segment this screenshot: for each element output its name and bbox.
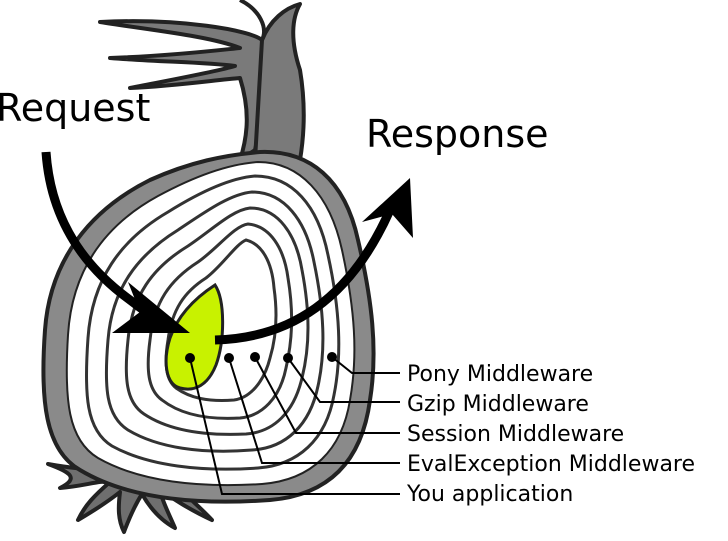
layer-dots [185,352,337,363]
onion-ring-4 [146,222,294,420]
layer-label-application: You application [406,482,573,507]
leader-lines [189,356,400,495]
layer-label-gzip: Gzip Middleware [407,392,589,417]
request-label: Request [0,86,150,130]
layer-label-pony: Pony Middleware [407,362,593,387]
leader-line-gzip [287,357,400,403]
onion-ring-1 [84,174,341,471]
onion-ring-3 [124,206,310,436]
onion-core [164,282,225,391]
dot-gzip [283,353,293,363]
leader-line-session [254,356,400,434]
leader-line-application [189,357,400,495]
dot-session [250,352,260,362]
leader-line-pony [331,356,400,374]
onion-stem [98,0,306,162]
leader-line-evalexception [228,357,400,464]
dot-application [185,353,195,363]
onion-ring-2 [104,190,325,453]
response-label: Response [366,112,549,156]
dot-evalexception [224,353,234,363]
request-arrow [41,151,190,333]
response-arrow [214,178,413,345]
dot-pony [327,352,337,362]
layer-label-evalexception: EvalException Middleware [407,452,695,477]
layer-label-session: Session Middleware [407,422,624,447]
